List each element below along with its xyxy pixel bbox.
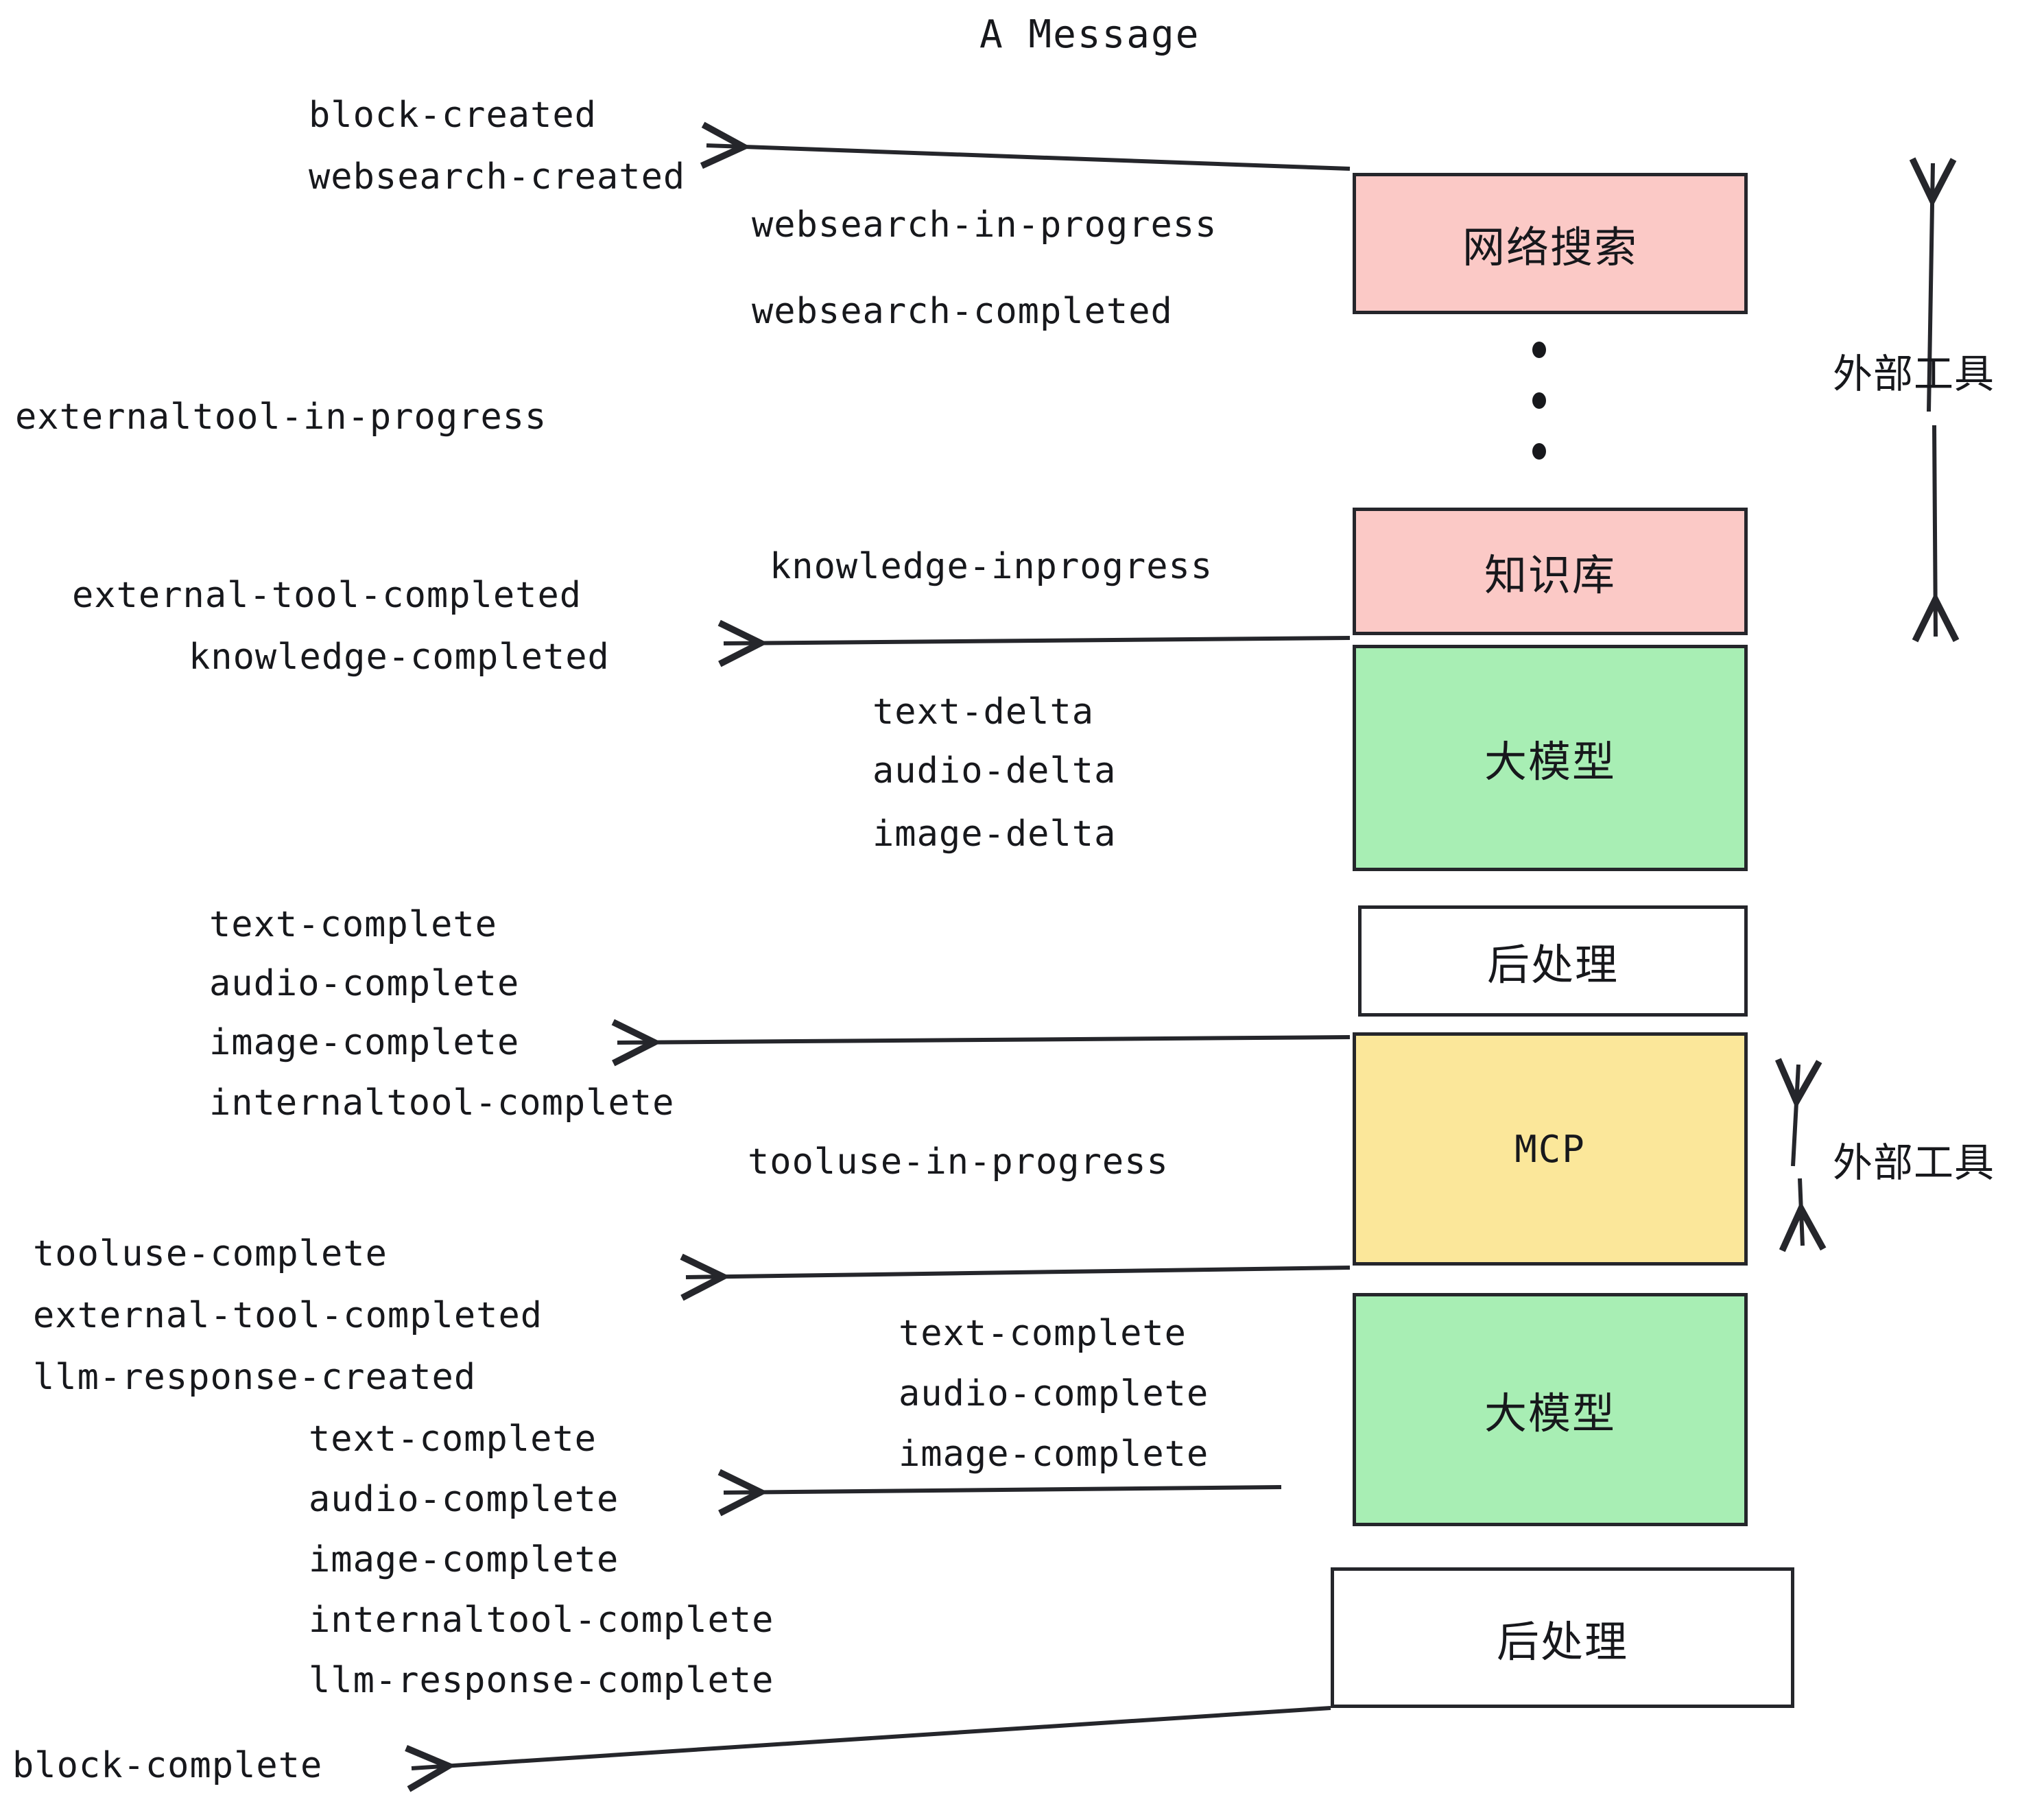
arrow-llm-to-audio-complete <box>724 1487 1282 1493</box>
event-image-delta-1: image-delta <box>872 814 1117 855</box>
arrow-postprocess-to-image-complete <box>617 1037 1351 1043</box>
event-text-delta-1: text-delta <box>872 691 1095 733</box>
node-llm-first[interactable]: 大模型 <box>1353 645 1748 871</box>
event-audio-delta-1: audio-delta <box>872 750 1117 792</box>
dot-3 <box>1532 443 1546 460</box>
arrow-external-tool-down-mcp <box>1800 1178 1803 1246</box>
event-audio-complete-2: audio-complete <box>309 1479 619 1520</box>
node-websearch-label: 网络搜索 <box>1462 222 1638 272</box>
node-llm-first-label: 大模型 <box>1484 737 1616 787</box>
event-websearch-in-progress: websearch-in-progress <box>752 204 1217 246</box>
arrow-postprocess-to-block-complete <box>412 1706 1331 1768</box>
event-knowledge-inprogress: knowledge-inprogress <box>770 546 1213 587</box>
node-mcp-label: MCP <box>1514 1127 1586 1171</box>
node-mcp[interactable]: MCP <box>1353 1032 1748 1266</box>
node-postprocess-first-label: 后处理 <box>1486 940 1619 990</box>
node-postprocess-second-label: 后处理 <box>1496 1616 1628 1667</box>
event-audio-delta-2: audio-complete <box>899 1373 1209 1414</box>
event-audio-complete-1: audio-complete <box>209 963 520 1004</box>
event-externaltool-in-progress: externaltool-in-progress <box>15 396 547 438</box>
side-label-external-tool-mcp: 外部工具 <box>1833 1139 1995 1186</box>
node-knowledge-base[interactable]: 知识库 <box>1353 508 1748 635</box>
event-tooluse-complete: tooluse-complete <box>33 1233 388 1274</box>
arrow-websearch-to-created <box>706 145 1351 171</box>
event-external-tool-completed-2: external-tool-completed <box>33 1295 543 1336</box>
node-websearch[interactable]: 网络搜索 <box>1353 173 1748 314</box>
event-image-delta-2: image-complete <box>899 1434 1209 1475</box>
event-websearch-completed: websearch-completed <box>752 291 1173 332</box>
side-label-external-tool-top: 外部工具 <box>1833 351 1995 397</box>
dot-2 <box>1532 392 1546 409</box>
event-text-complete-2: text-complete <box>309 1419 597 1460</box>
event-block-complete: block-complete <box>12 1745 323 1786</box>
dot-1 <box>1532 342 1546 358</box>
event-knowledge-completed: knowledge-completed <box>189 637 610 678</box>
node-postprocess-first[interactable]: 后处理 <box>1358 905 1748 1017</box>
arrow-external-tool-down-top <box>1934 425 1936 637</box>
event-image-complete-1: image-complete <box>209 1022 520 1063</box>
event-llm-response-created: llm-response-created <box>33 1357 477 1398</box>
event-websearch-created: websearch-created <box>309 156 686 198</box>
event-text-complete-1: text-complete <box>209 904 497 945</box>
node-llm-second[interactable]: 大模型 <box>1353 1293 1748 1526</box>
event-llm-response-complete: llm-response-complete <box>309 1660 774 1701</box>
event-text-delta-2: text-complete <box>899 1313 1187 1354</box>
event-tooluse-in-progress: tooluse-in-progress <box>748 1141 1169 1183</box>
node-knowledge-base-label: 知识库 <box>1484 550 1616 600</box>
node-postprocess-second[interactable]: 后处理 <box>1331 1567 1794 1708</box>
arrow-external-tool-up-mcp <box>1793 1065 1798 1167</box>
page-title: A Message <box>979 12 1200 57</box>
arrow-mcp-to-tooluse-complete <box>686 1268 1351 1277</box>
event-external-tool-completed-1: external-tool-completed <box>72 575 582 616</box>
event-image-complete-2: image-complete <box>309 1539 619 1580</box>
event-internaltool-complete-2: internaltool-complete <box>309 1600 774 1641</box>
node-llm-second-label: 大模型 <box>1484 1388 1616 1438</box>
event-internaltool-complete-1: internaltool-complete <box>209 1082 675 1124</box>
arrow-knowledge-to-completed <box>724 638 1351 643</box>
event-block-created: block-created <box>309 95 597 136</box>
ellipsis-dots <box>1531 342 1547 460</box>
